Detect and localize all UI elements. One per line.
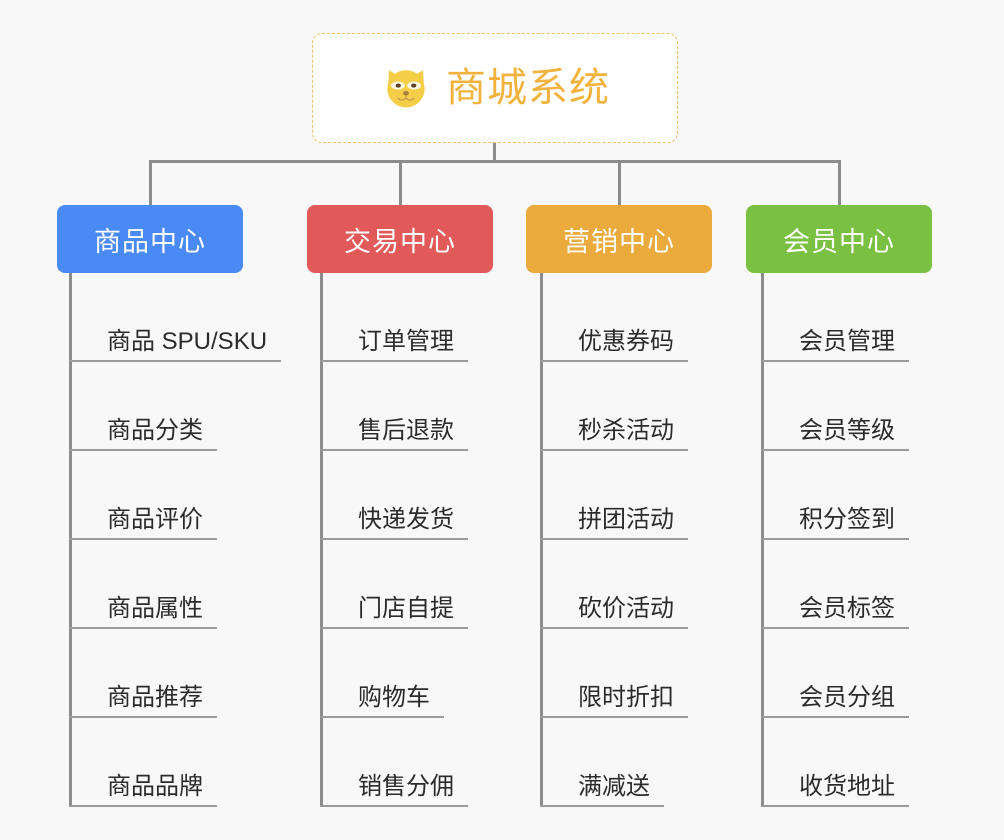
- category-drop-3: [618, 160, 621, 205]
- leaf-item[interactable]: 售后退款: [320, 362, 468, 451]
- leaf-item[interactable]: 满减送: [540, 718, 664, 807]
- leaf-underline: [320, 360, 468, 362]
- leaf-item-label: 商品推荐: [107, 683, 203, 711]
- leaf-underline: [761, 538, 909, 540]
- category-bus: [150, 160, 839, 163]
- leaf-item-label: 售后退款: [358, 416, 454, 444]
- shiba-dog-face-icon: [380, 62, 432, 114]
- leaf-item[interactable]: 销售分佣: [320, 718, 468, 807]
- leaf-item-label: 商品品牌: [107, 772, 203, 800]
- leaf-item[interactable]: 会员分组: [761, 629, 909, 718]
- leaf-underline: [69, 360, 281, 362]
- category-label: 商品中心: [94, 226, 206, 257]
- leaf-underline: [540, 716, 688, 718]
- leaf-underline: [69, 538, 217, 540]
- leaf-item-label: 购物车: [358, 683, 430, 711]
- leaf-item-label: 商品评价: [107, 505, 203, 533]
- leaf-item-label: 商品属性: [107, 594, 203, 622]
- leaf-underline: [320, 627, 468, 629]
- leaf-item-label: 满减送: [578, 772, 650, 800]
- leaf-spine: [69, 273, 72, 807]
- leaf-underline: [320, 805, 468, 807]
- leaf-item-label: 门店自提: [358, 594, 454, 622]
- leaf-item-label: 砍价活动: [578, 594, 674, 622]
- leaf-item[interactable]: 优惠券码: [540, 273, 688, 362]
- leaf-item[interactable]: 商品品牌: [69, 718, 217, 807]
- leaf-item-label: 会员分组: [799, 683, 895, 711]
- root-node[interactable]: 商城系统: [312, 33, 678, 143]
- leaf-item[interactable]: 秒杀活动: [540, 362, 688, 451]
- leaf-item-label: 拼团活动: [578, 505, 674, 533]
- leaf-item[interactable]: 拼团活动: [540, 451, 688, 540]
- leaf-item[interactable]: 快递发货: [320, 451, 468, 540]
- leaf-item[interactable]: 会员管理: [761, 273, 909, 362]
- leaf-item[interactable]: 购物车: [320, 629, 444, 718]
- leaf-underline: [320, 449, 468, 451]
- leaf-item-label: 销售分佣: [358, 772, 454, 800]
- category-drop-1: [149, 160, 152, 205]
- category-label: 会员中心: [783, 226, 895, 257]
- root-title: 商城系统: [446, 66, 610, 110]
- leaf-item-label: 优惠券码: [578, 327, 674, 355]
- leaf-underline: [761, 627, 909, 629]
- leaf-spine: [540, 273, 543, 807]
- category-box-2[interactable]: 交易中心: [307, 205, 493, 273]
- category-drop-2: [399, 160, 402, 205]
- category-label: 营销中心: [563, 226, 675, 257]
- leaf-item[interactable]: 会员标签: [761, 540, 909, 629]
- leaf-underline: [69, 805, 217, 807]
- leaf-underline: [761, 449, 909, 451]
- root-stem: [493, 143, 496, 163]
- leaf-item[interactable]: 门店自提: [320, 540, 468, 629]
- leaf-item[interactable]: 商品 SPU/SKU: [69, 273, 281, 362]
- leaf-underline: [761, 805, 909, 807]
- leaf-underline: [540, 805, 664, 807]
- leaf-underline: [69, 627, 217, 629]
- leaf-item[interactable]: 会员等级: [761, 362, 909, 451]
- category-drop-4: [838, 160, 841, 205]
- leaf-spine: [761, 273, 764, 807]
- leaf-item-label: 快递发货: [358, 505, 454, 533]
- category-label: 交易中心: [344, 226, 456, 257]
- leaf-item[interactable]: 限时折扣: [540, 629, 688, 718]
- leaf-item-label: 商品分类: [107, 416, 203, 444]
- leaf-item[interactable]: 积分签到: [761, 451, 909, 540]
- leaf-underline: [540, 538, 688, 540]
- leaf-item-label: 秒杀活动: [578, 416, 674, 444]
- leaf-item[interactable]: 商品推荐: [69, 629, 217, 718]
- leaf-item[interactable]: 商品评价: [69, 451, 217, 540]
- leaf-item[interactable]: 商品分类: [69, 362, 217, 451]
- leaf-spine: [320, 273, 323, 807]
- leaf-item-label: 会员标签: [799, 594, 895, 622]
- leaf-underline: [320, 538, 468, 540]
- leaf-item[interactable]: 收货地址: [761, 718, 909, 807]
- leaf-underline: [69, 449, 217, 451]
- leaf-item[interactable]: 砍价活动: [540, 540, 688, 629]
- leaf-underline: [540, 627, 688, 629]
- category-box-3[interactable]: 营销中心: [526, 205, 712, 273]
- leaf-underline: [761, 360, 909, 362]
- leaf-item-label: 商品 SPU/SKU: [107, 327, 268, 355]
- leaf-item-label: 会员等级: [799, 416, 895, 444]
- category-box-4[interactable]: 会员中心: [746, 205, 932, 273]
- leaf-underline: [540, 449, 688, 451]
- leaf-item-label: 积分签到: [799, 505, 895, 533]
- leaf-underline: [320, 716, 444, 718]
- leaf-item[interactable]: 订单管理: [320, 273, 468, 362]
- leaf-item-label: 订单管理: [358, 327, 454, 355]
- leaf-item-label: 限时折扣: [578, 683, 674, 711]
- leaf-item[interactable]: 商品属性: [69, 540, 217, 629]
- leaf-underline: [761, 716, 909, 718]
- leaf-item-label: 会员管理: [799, 327, 895, 355]
- leaf-underline: [69, 716, 217, 718]
- leaf-underline: [540, 360, 688, 362]
- leaf-item-label: 收货地址: [799, 772, 895, 800]
- category-box-1[interactable]: 商品中心: [57, 205, 243, 273]
